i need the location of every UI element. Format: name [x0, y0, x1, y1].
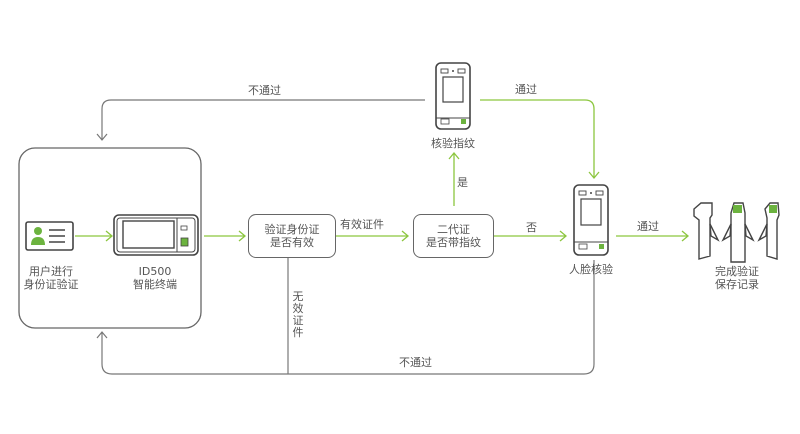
has-fingerprint-line2: 是否带指纹 [426, 236, 481, 249]
arrow-face-fail [101, 260, 595, 375]
terminal-label-line2: 智能终端 [133, 278, 177, 291]
edge-yes-label: 是 [457, 176, 468, 189]
face-label: 人脸核验 [569, 263, 613, 276]
fingerprint-terminal-icon [435, 62, 471, 130]
id-card-icon [25, 221, 74, 251]
verify-id-line2: 是否有效 [270, 236, 314, 249]
edge-no-label: 否 [526, 221, 537, 234]
fingerprint-label: 核验指纹 [431, 137, 475, 150]
edge-invalid-label: 无效证件 [292, 290, 304, 339]
turnstile-gate-icon [693, 202, 780, 263]
face-terminal-icon [573, 184, 609, 256]
id-card-label: 用户进行 身份证验证 [16, 265, 86, 291]
arrow-fingerprint-fail [101, 99, 425, 140]
terminal-label: ID500 智能终端 [120, 265, 190, 291]
id-card-label-line1: 用户进行 [29, 265, 73, 278]
edge-fingerprint-pass-label: 通过 [515, 83, 537, 96]
edge-face-fail-label: 不通过 [399, 356, 432, 369]
verify-id-line1: 验证身份证 [264, 223, 320, 236]
arrow-fingerprint-to-face [480, 99, 595, 178]
has-fingerprint-line1: 二代证 [437, 223, 470, 236]
user-terminal-group [18, 147, 202, 329]
gate-label-line2: 保存记录 [715, 278, 759, 291]
has-fingerprint-node: 二代证 是否带指纹 [413, 214, 494, 258]
edge-face-pass-label: 通过 [637, 220, 659, 233]
verify-id-node: 验证身份证 是否有效 [248, 214, 336, 258]
gate-label-line1: 完成验证 [715, 265, 759, 278]
terminal-label-line1: ID500 [138, 265, 172, 278]
id-card-label-line2: 身份证验证 [23, 278, 79, 291]
edge-fingerprint-fail-label: 不通过 [248, 84, 281, 97]
edge-valid-label: 有效证件 [340, 218, 384, 231]
terminal-device-icon [113, 214, 199, 256]
gate-label: 完成验证 保存记录 [702, 265, 772, 291]
